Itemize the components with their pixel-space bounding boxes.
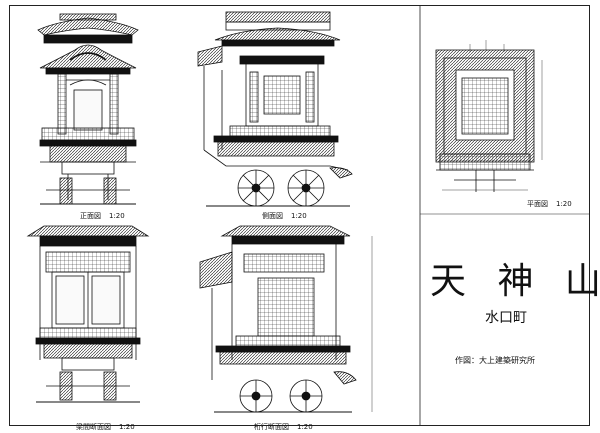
- plan-view-caption: 平面図 1:20: [527, 200, 572, 208]
- side-view-caption: 側面図 1:20: [262, 212, 307, 220]
- girder-section-label: 桁行断面図: [254, 423, 289, 431]
- plan-view-scale: 1:20: [556, 200, 572, 208]
- author-label: 作図：: [455, 356, 479, 365]
- front-view-caption: 正面図 1:20: [80, 212, 125, 220]
- girder-section-drawing: [199, 225, 373, 413]
- front-view-drawing: [37, 13, 139, 205]
- plan-view-drawing: [435, 40, 543, 192]
- beam-section-caption: 梁間断面図 1:20: [76, 423, 135, 431]
- sheet-frame: [9, 5, 590, 426]
- side-view-drawing: [197, 11, 353, 207]
- plan-view-label: 平面図: [527, 200, 548, 208]
- author-name: 大上建築研究所: [479, 356, 535, 365]
- girder-section-scale: 1:20: [297, 423, 313, 431]
- front-view-label: 正面図: [80, 212, 101, 220]
- front-view-scale: 1:20: [109, 212, 125, 220]
- sheet-title: 天 神 山: [430, 261, 600, 302]
- girder-section-caption: 桁行断面図 1:20: [254, 423, 313, 431]
- beam-section-scale: 1:20: [119, 423, 135, 431]
- side-view-scale: 1:20: [291, 212, 307, 220]
- author-credit: 作図：大上建築研究所: [455, 356, 535, 366]
- side-view-label: 側面図: [262, 212, 283, 220]
- beam-section-drawing: [26, 225, 150, 403]
- beam-section-label: 梁間断面図: [76, 423, 111, 431]
- town-name: 水口町: [485, 310, 527, 326]
